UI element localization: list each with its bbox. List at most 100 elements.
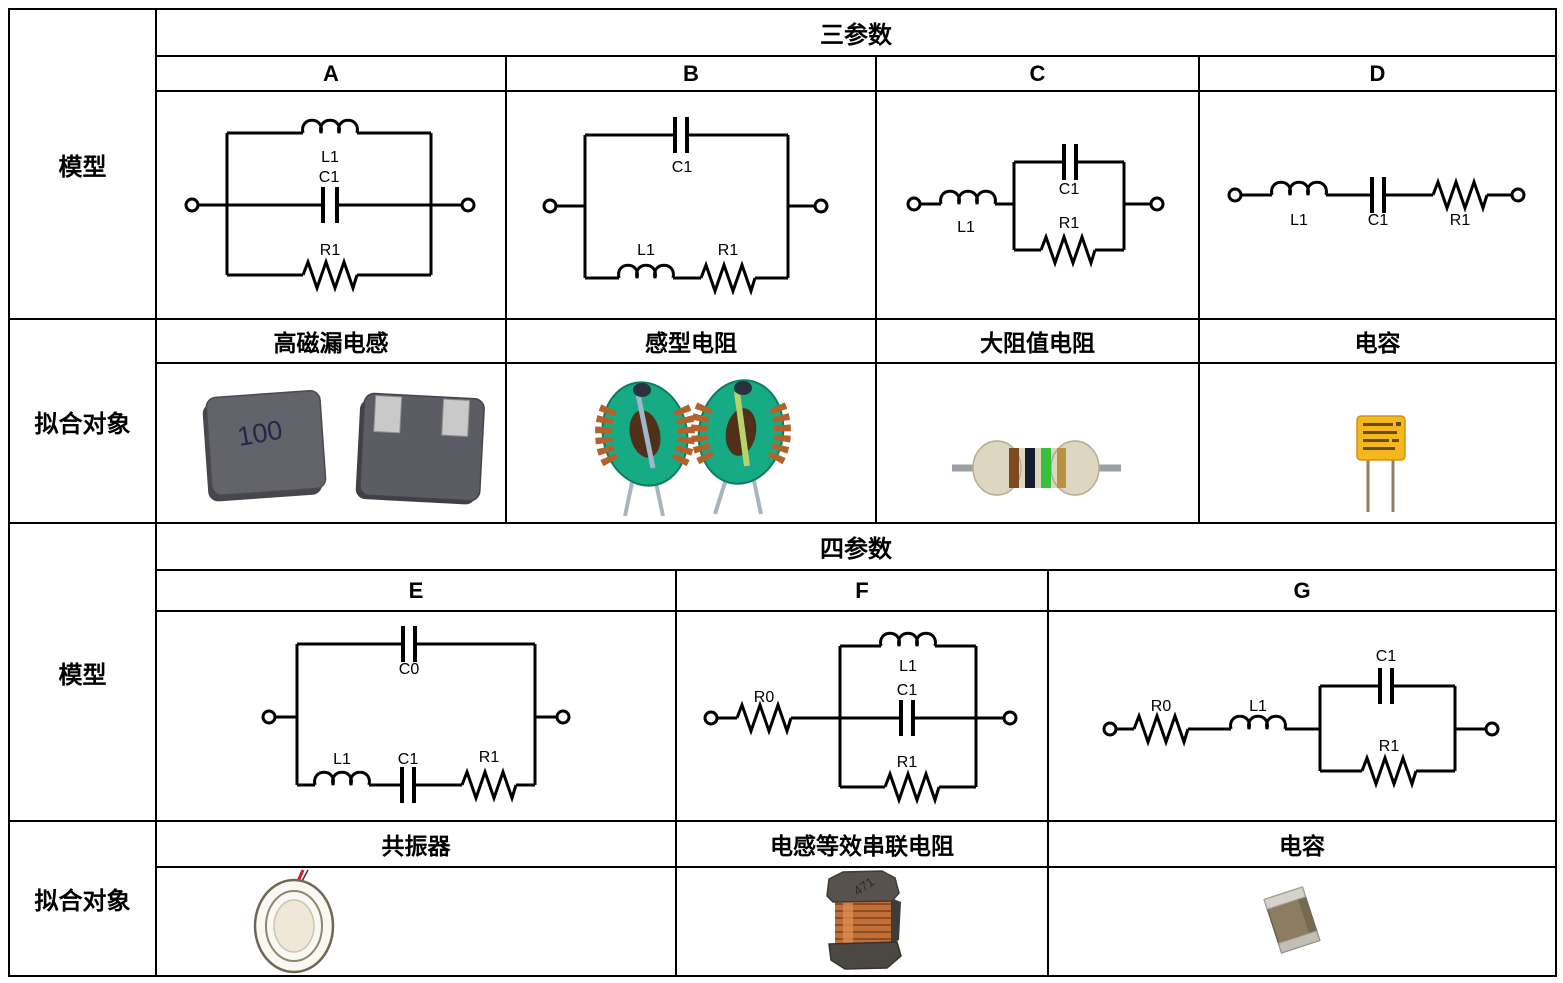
capacitor-label: C1 (1059, 181, 1080, 198)
circuit-diagram-G: R0 L1 C1 R1 (1102, 648, 1500, 789)
resistor-R1-symbol (883, 769, 941, 805)
capacitor-label: C1 (319, 169, 340, 186)
circuit-diagram-C: L1 C1 R1 (906, 144, 1165, 268)
col-G-letter: G (1047, 569, 1557, 612)
capacitor-label: C1 (1376, 648, 1397, 665)
resistor-label: R1 (718, 242, 739, 259)
terminal-left (906, 196, 922, 212)
resistor-R1-label: R1 (897, 754, 918, 771)
resistor-label: R1 (1450, 212, 1471, 229)
toroid-choke-1 (595, 381, 695, 517)
circuit-diagram-B: C1 L1 R1 (542, 117, 829, 296)
col-D-letter: D (1198, 55, 1557, 92)
capacitor-C0-label: C0 (399, 661, 420, 678)
row-label-model-2: 模型 (8, 522, 157, 822)
capacitor-leads (1366, 460, 1395, 512)
circuit-diagram-D: L1 C1 R1 (1227, 177, 1526, 229)
bottom-flange (828, 941, 902, 970)
inductor-label: L1 (1290, 212, 1308, 229)
circuit-cell-A: L1 C1 R1 (155, 90, 507, 320)
terminal-right (1002, 710, 1018, 726)
resistor-R1-label: R1 (1379, 738, 1400, 755)
terminal-left (703, 710, 719, 726)
terminal-left (184, 197, 200, 213)
inductor-symbol (1270, 180, 1328, 196)
fit-name-D-text: 电容 (1354, 330, 1401, 356)
col-B-letter: B (505, 55, 877, 92)
col-A-letter: A (155, 55, 507, 92)
resistor-label: R1 (320, 242, 341, 259)
capacitor-C0-symbol (401, 626, 417, 662)
fit-name-B-text: 感型电阻 (645, 330, 737, 356)
inductor-symbol (617, 263, 675, 279)
photo-toroidal-chokes (595, 379, 791, 517)
smd-inductor-plain (355, 392, 485, 505)
photo-mlcc-chip (1263, 886, 1321, 954)
color-band-gold (1057, 448, 1066, 488)
row-label-fit-1: 拟合对象 (8, 318, 157, 524)
photo-cell-E (155, 866, 677, 977)
row-label-model-1: 模型 (8, 8, 157, 320)
resistor-label: R1 (1059, 215, 1080, 232)
row-label-model-1-text: 模型 (58, 153, 107, 181)
row-label-fit-1-text: 拟合对象 (34, 410, 131, 438)
terminal-left (542, 198, 558, 214)
terminal-left (1227, 187, 1243, 203)
fit-name-C: 大阻值电阻 (875, 318, 1200, 364)
photo-film-capacitor (1356, 415, 1406, 512)
fit-name-E-text: 共振器 (381, 833, 451, 859)
terminal-right (1510, 187, 1526, 203)
circuit-diagram-F: R0 L1 C1 R1 (703, 631, 1018, 805)
circuit-cell-E: C0 L1 C1 R1 (155, 610, 677, 822)
circuit-diagram-E: C0 L1 C1 R1 (261, 626, 571, 803)
fit-name-F-text: 电感等效串联电阻 (770, 833, 954, 859)
fit-name-F: 电感等效串联电阻 (675, 820, 1049, 868)
resistor-symbol (1431, 177, 1489, 213)
inductor-label: L1 (957, 219, 975, 236)
circuit-diagram-A: L1 C1 R1 (184, 118, 476, 293)
inductor-label: L1 (899, 658, 917, 675)
col-F-letter-text: F (855, 577, 869, 603)
photo-drum-core-inductor: 471 (826, 870, 902, 970)
photo-piezo-disc (253, 869, 335, 974)
circuit-cell-G: R0 L1 C1 R1 (1047, 610, 1557, 822)
photo-cell-A: 100 (155, 362, 507, 524)
fit-name-G: 电容 (1047, 820, 1557, 868)
fit-name-G-text: 电容 (1279, 833, 1325, 859)
section1-title-text: 三参数 (820, 22, 892, 49)
capacitor-label: C1 (897, 682, 918, 699)
terminal-right (1484, 721, 1500, 737)
capacitor-symbol (1062, 144, 1078, 180)
capacitor-symbol (673, 117, 689, 153)
fit-name-E: 共振器 (155, 820, 677, 868)
circuit-cell-D: L1 C1 R1 (1198, 90, 1557, 320)
capacitor-symbol (1378, 668, 1394, 704)
inductor-symbol (313, 770, 371, 786)
section1-title: 三参数 (155, 8, 1557, 57)
photo-cell-G (1047, 866, 1557, 977)
capacitor-symbol (1370, 177, 1386, 213)
photo-smd-power-inductors: 100 (202, 389, 485, 505)
fit-name-A: 高磁漏电感 (155, 318, 507, 364)
col-G-letter-text: G (1293, 577, 1311, 603)
coil-turns (835, 903, 891, 940)
terminal-left (261, 709, 277, 725)
capacitor-symbol (321, 187, 339, 223)
col-B-letter-text: B (683, 60, 699, 86)
resistor-R0-label: R0 (754, 689, 775, 706)
terminal-right (813, 198, 829, 214)
circuit-cell-F: R0 L1 C1 R1 (675, 610, 1049, 822)
capacitor-C1-label: C1 (398, 751, 419, 768)
col-E-letter-text: E (408, 577, 424, 603)
mlcc-body (1263, 886, 1321, 954)
resistor-symbol (301, 257, 359, 293)
inductor-symbol (939, 189, 997, 205)
resistor-R0-symbol (735, 700, 793, 736)
circuit-cell-B: C1 L1 R1 (505, 90, 877, 320)
capacitor-C1-symbol (400, 767, 416, 803)
resistor-R0-label: R0 (1151, 698, 1172, 715)
terminal-left (1102, 721, 1118, 737)
capacitor-label: C1 (672, 159, 693, 176)
row-label-fit-2-text: 拟合对象 (34, 888, 131, 915)
resistor-symbol (1039, 232, 1097, 268)
